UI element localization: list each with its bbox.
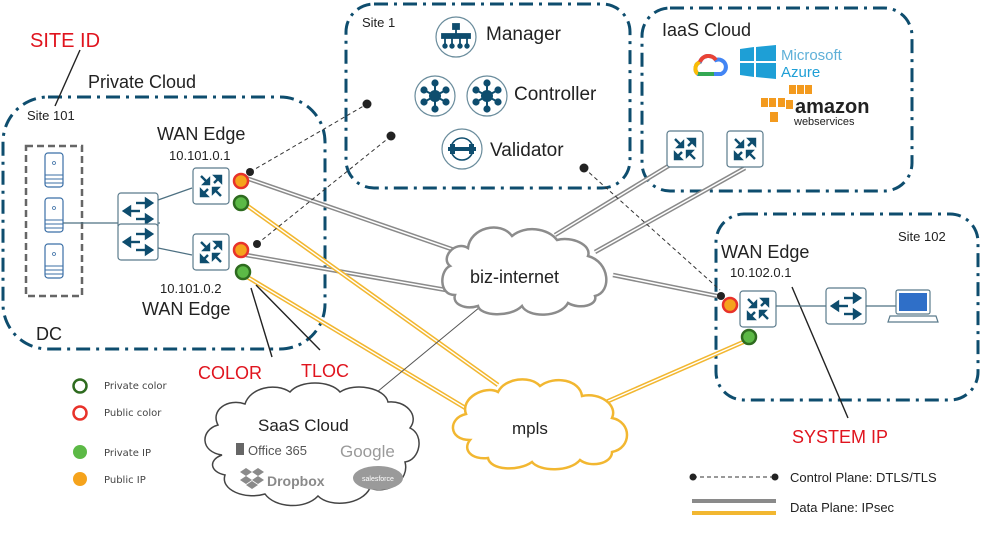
server-icon [44,243,64,279]
private-ip-dot [740,328,758,346]
iaas-router-icon[interactable] [725,129,765,169]
legend-control-plane: Control Plane: DTLS/TLS [790,470,937,485]
manager-label[interactable]: Manager [486,24,562,45]
mpls-label: mpls [512,419,548,438]
private-ip-dot [232,194,250,212]
wan-edge1-router-icon[interactable] [191,166,231,206]
azure-line1: Microsoft [781,47,843,64]
site101-label: Site 101 [27,108,75,123]
legend-private-color: Private color [104,381,168,392]
azure-windows-icon [740,45,776,79]
aws-icon [761,85,812,122]
private-cloud-boundary [1,95,327,351]
site102-switch-icon [824,286,868,326]
legend-public-color: Public color [104,408,162,419]
iaas-router-icon[interactable] [665,129,705,169]
office365-label: Office 365 [248,443,307,458]
aws-line2: webservices [793,116,855,128]
google-label: Google [340,442,395,461]
public-ip-dot [232,241,250,259]
legend-private-ip: Private IP [104,448,151,459]
dc-box [24,144,84,298]
dc-label: DC [36,324,62,344]
private-ip-dot [234,263,252,281]
manager-icon[interactable] [435,16,477,58]
aws-line1: amazon [795,96,869,118]
validator-icon[interactable] [441,128,483,170]
site102-label: Site 102 [898,229,946,244]
salesforce-icon [353,466,403,490]
office365-icon [236,443,244,455]
iaas-boundary [640,6,914,193]
site1-label: Site 1 [362,15,395,30]
tloc-annotation: TLOC [301,361,349,381]
legend-data-plane: Data Plane: IPsec [790,500,895,515]
wan-edge-site102-name: WAN Edge [721,242,809,262]
laptop-icon [887,289,939,323]
azure-line2: Azure [781,64,820,81]
wan-edge1-name: WAN Edge [157,124,245,144]
dc-switch-icon [116,222,160,262]
wan-edge2-router-icon[interactable] [191,232,231,272]
legend-left [72,378,88,486]
controller-label[interactable]: Controller [514,84,597,105]
data-plane-mpls-links [240,200,749,414]
system-ip-annotation: SYSTEM IP [792,427,888,447]
mpls-cloud[interactable] [451,378,629,471]
wan-edge-site102-router-icon[interactable] [738,289,778,329]
controller-icon[interactable] [414,75,456,117]
wan-edge1-ip: 10.101.0.1 [169,148,230,163]
server-icon [44,152,64,188]
site102-boundary [714,212,980,402]
google-cloud-icon [693,54,728,76]
server-icon [44,197,64,233]
validator-label[interactable]: Validator [490,140,564,161]
iaas-title: IaaS Cloud [662,20,751,40]
private-cloud-title: Private Cloud [88,72,196,92]
salesforce-label: salesforce [362,476,394,483]
data-plane-internet-links [245,163,747,300]
site-id-annotation: SITE ID [30,30,100,52]
dropbox-label: Dropbox [267,473,325,489]
color-annotation: COLOR [198,363,262,383]
wan-edge2-name: WAN Edge [142,299,230,319]
saas-title: SaaS Cloud [258,416,349,435]
control-plane-links [249,103,721,291]
biz-internet-label: biz-internet [470,267,559,287]
wan-edge-site102-ip: 10.102.0.1 [730,265,791,280]
site1-boundary [344,2,632,190]
wan-edge2-ip: 10.101.0.2 [160,281,221,296]
controller-icon[interactable] [466,75,508,117]
legend-public-ip: Public IP [104,475,146,486]
public-ip-dot [232,172,250,190]
dropbox-icon [240,468,264,489]
biz-internet-cloud[interactable] [441,226,608,316]
legend-right [689,473,779,515]
public-ip-dot [721,296,739,314]
